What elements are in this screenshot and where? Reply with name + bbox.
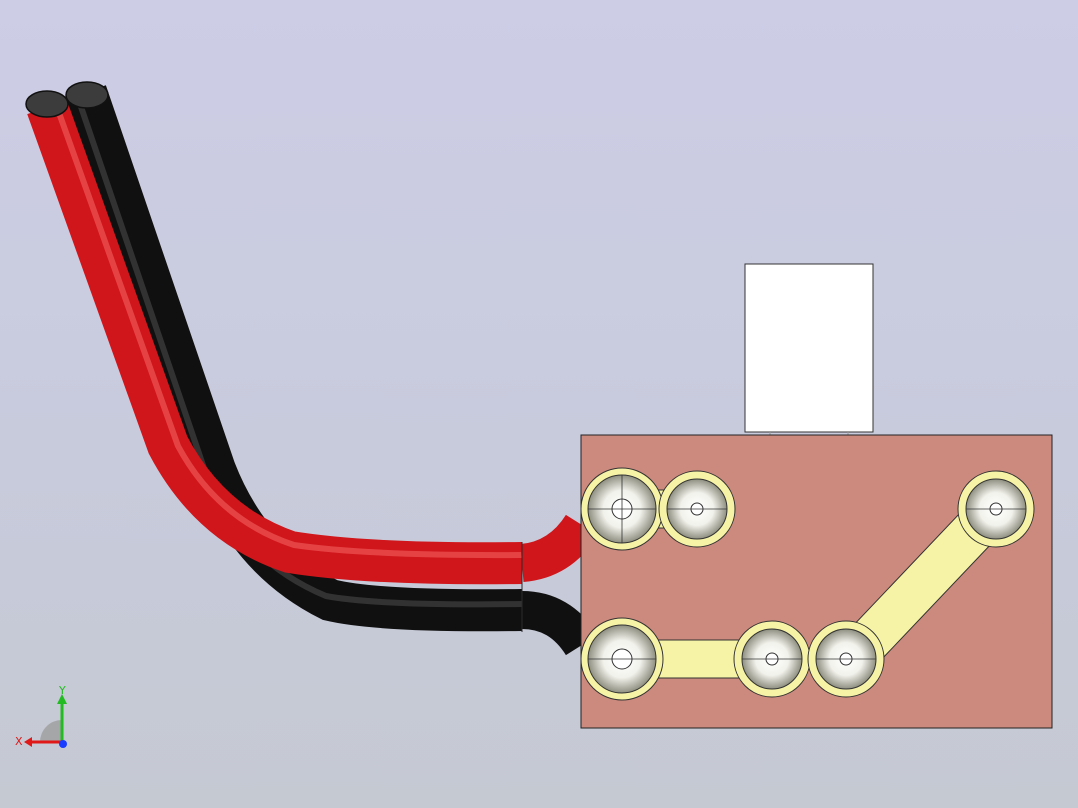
z-axis-dot <box>59 740 67 748</box>
pad-bottom-middle[interactable] <box>733 620 811 698</box>
white-component[interactable] <box>744 263 874 436</box>
pad-top-left-small[interactable] <box>658 470 736 548</box>
pad-top-left-large[interactable] <box>580 467 664 551</box>
pcb-pads <box>580 467 1035 701</box>
pad-bottom-left-large[interactable] <box>580 617 664 701</box>
x-axis-arrowhead <box>24 737 32 747</box>
pad-bottom-right[interactable] <box>807 620 885 698</box>
triad-plane-icon <box>40 720 62 742</box>
pad-top-right[interactable] <box>957 470 1035 548</box>
red-wire[interactable] <box>25 90 599 585</box>
y-axis-arrowhead <box>57 694 67 704</box>
view-orientation-triad[interactable]: Y X <box>10 684 80 754</box>
x-axis-label: X <box>15 735 23 748</box>
red-wire-end-cap <box>25 90 69 118</box>
black-wire-end-cap <box>65 81 109 109</box>
y-axis-label: Y <box>58 684 66 697</box>
